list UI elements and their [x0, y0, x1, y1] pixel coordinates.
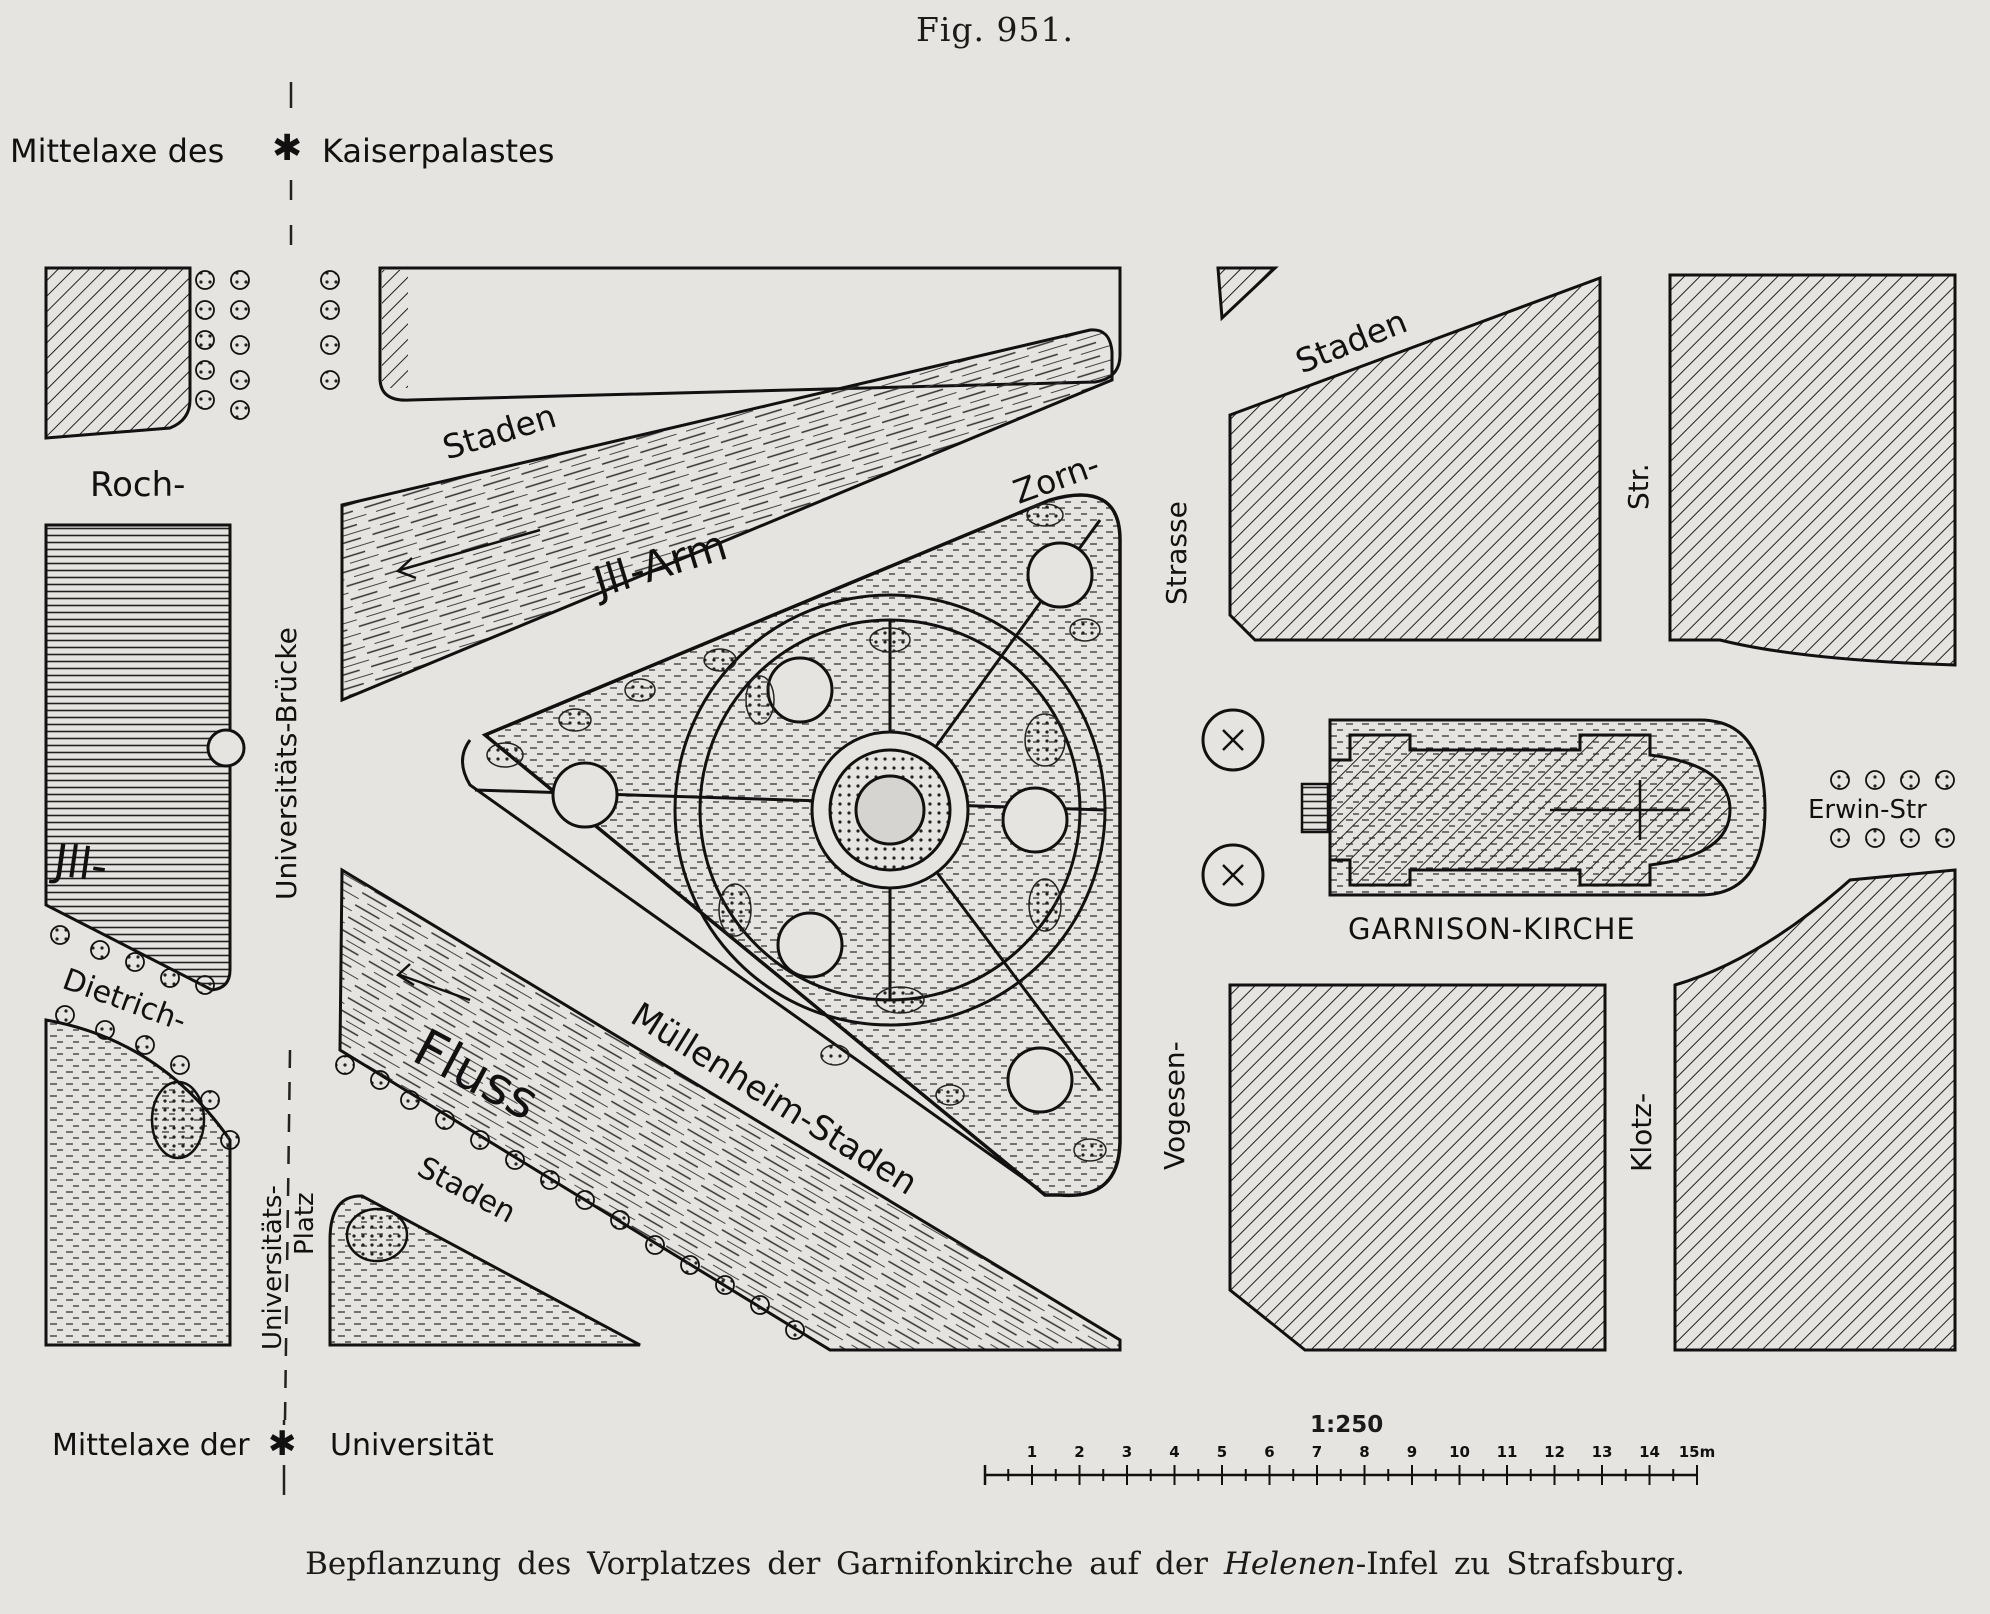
river-fluss	[338, 867, 1122, 1352]
axis-label-top-after: Kaiserpalastes	[322, 132, 555, 170]
scale-tick-label: 7	[1312, 1443, 1322, 1461]
label-universitaets-platz-1: Universitäts-	[258, 1185, 288, 1350]
church-cross	[1550, 780, 1690, 840]
garden-oval-small	[345, 1207, 409, 1263]
arrow-icon	[395, 528, 541, 1002]
scale-tick-label: 4	[1169, 1443, 1179, 1461]
block-right-upper	[1228, 275, 1602, 642]
scale-tick-label: 14	[1639, 1443, 1660, 1461]
scale-tick-label: 11	[1497, 1443, 1518, 1461]
scale-tick-label: 15m	[1679, 1443, 1716, 1461]
block-top-center-hatch	[382, 270, 408, 388]
scale-tick-label: 8	[1359, 1443, 1369, 1461]
label-garnison-kirche: GARNISON-KIRCHE	[1348, 912, 1636, 946]
label-roch: Roch-	[90, 465, 186, 505]
scale-tick-label: 13	[1592, 1443, 1613, 1461]
shrub-clusters	[486, 503, 1107, 1162]
label-klotz: Klotz-	[1625, 1092, 1658, 1172]
label-universitaets-platz-2: Platz	[290, 1192, 320, 1255]
label-universitaets-bruecke: Universitäts-Brücke	[270, 627, 303, 900]
kiosks	[1201, 708, 1265, 907]
church-porch	[1300, 782, 1330, 834]
axis-label-top-before: Mittelaxe des	[10, 132, 225, 170]
river-ill-left	[44, 523, 232, 992]
garden-oval	[150, 1080, 206, 1160]
asterisk-icon: ✱	[272, 128, 303, 169]
figure-caption: Bepflanzung des Vorplatzes der Garnifonk…	[0, 1546, 1990, 1582]
block-top-left	[44, 266, 192, 440]
park-rondels	[551, 541, 1094, 1114]
block-right-lower	[1228, 983, 1607, 1352]
scale-ratio: 1:250	[1310, 1412, 1384, 1438]
scale-tick-label: 9	[1407, 1443, 1417, 1461]
axis-label-bottom-before: Mittelaxe der	[52, 1428, 250, 1463]
scale-tick-label: 12	[1544, 1443, 1565, 1461]
park-border	[461, 739, 1041, 1192]
asterisk-icon: ✱	[268, 1424, 297, 1464]
block-right-bottom	[1673, 868, 1957, 1352]
axis-label-bottom-after: Universität	[330, 1428, 494, 1463]
garnison-kirche-plan	[1328, 733, 1732, 887]
label-str: Str.	[1622, 463, 1655, 510]
label-vogesen: Vogesen-	[1158, 1041, 1191, 1170]
block-top-right-corner	[1216, 266, 1279, 322]
caption-italic: Helenen	[1223, 1546, 1356, 1582]
label-strasse: Strasse	[1160, 501, 1193, 605]
label-jll: Jll-	[50, 835, 111, 893]
scale-tick-label: 3	[1122, 1443, 1132, 1461]
fountain-basin	[854, 774, 926, 846]
park-triangle	[481, 493, 1122, 1198]
garden-dietrich	[44, 1018, 232, 1347]
scale-tick-label: 2	[1074, 1443, 1084, 1461]
scale-tick-label: 1	[1027, 1443, 1037, 1461]
caption-before: Bepflanzung des Vorplatzes der Garnifonk…	[305, 1546, 1208, 1582]
caption-after: -Infel zu Strafsburg.	[1355, 1546, 1685, 1582]
river-ill-arm	[340, 328, 1114, 703]
block-right-top	[1668, 273, 1957, 667]
bridge-pier	[206, 728, 246, 768]
tree-rows	[50, 270, 1955, 1340]
label-erwin-str: Erwin-Str	[1808, 795, 1927, 825]
scale-tick-label: 5	[1217, 1443, 1227, 1461]
scale-tick-label: 6	[1264, 1443, 1274, 1461]
figure-title: Fig. 951.	[915, 10, 1075, 49]
scale-tick-label: 10	[1449, 1443, 1470, 1461]
